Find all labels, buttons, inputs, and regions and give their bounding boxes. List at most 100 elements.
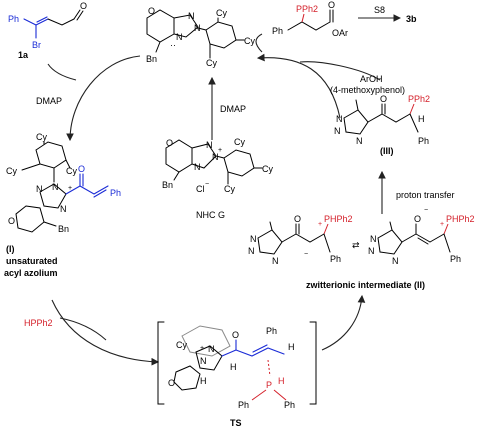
- ts-p-phenyl-1: Ph: [238, 400, 249, 410]
- hpph2-incoming-arrow: [59, 317, 107, 341]
- ts-cy: Cy: [176, 340, 187, 350]
- zw2-n1: N: [370, 234, 377, 244]
- azolium-n3: N: [60, 204, 67, 214]
- ts-phosphorus: P: [266, 380, 272, 390]
- nhc-cy-top: Cy: [234, 137, 245, 147]
- 1a-incoming-arrow: [47, 63, 77, 81]
- s8-label: S8: [374, 5, 385, 15]
- iii-phenyl: Ph: [418, 136, 429, 146]
- acylation-arrow: [256, 53, 341, 119]
- proton-transfer-label: proton transfer: [396, 190, 455, 200]
- nhc-g-label: NHC G: [196, 210, 225, 220]
- ester-oxygen: O: [328, 0, 335, 10]
- ts-morpholine-o: O: [168, 378, 175, 388]
- ts-p-phenyl-2: Ph: [284, 400, 295, 410]
- zwitterion-left-structure: N N N O − + PHPh2 Ph: [248, 214, 353, 266]
- iii-carbonyl-o: O: [380, 94, 387, 104]
- hpph2-label: HPPh2: [24, 318, 53, 328]
- azolium-n1: N: [36, 184, 43, 194]
- 1a-phenyl-label: Ph: [8, 14, 19, 24]
- nhc-morpholine-o: O: [166, 138, 173, 148]
- azolium-benzyl: Bn: [58, 224, 69, 234]
- ts-label: TS: [230, 418, 242, 428]
- resonance-arrow: ⇄: [352, 240, 360, 250]
- acyl-azolium-structure: Cy Cy Cy N N N + O Ph O Bn (I) unsaturat…: [4, 132, 121, 278]
- compound-1a-label: 1a: [18, 50, 29, 60]
- iii-h: H: [418, 114, 425, 124]
- ts-n1: N: [200, 356, 207, 366]
- iii-n2: N: [334, 126, 341, 136]
- azolium-cy-left: Cy: [6, 166, 17, 176]
- ts-phenyl: Ph: [266, 326, 277, 336]
- nhc-n3: N: [212, 152, 219, 162]
- acyl-azolium-label-1: unsaturated: [6, 256, 58, 266]
- zw2-n3: N: [392, 256, 399, 266]
- nhc-benzyl: Bn: [162, 180, 173, 190]
- 1a-oxygen: O: [80, 1, 87, 11]
- zw1-phenyl: Ph: [330, 254, 341, 264]
- zwitterion-right-structure: N N N O − + PHPh2 Ph: [368, 207, 475, 266]
- zw2-n2: N: [368, 246, 375, 256]
- zw2-phosphonium-charge: +: [440, 221, 444, 228]
- ester-pph2: PPh2: [296, 4, 318, 14]
- ts-carbonyl-o: O: [232, 330, 239, 340]
- iii-pph2: PPh2: [408, 94, 430, 104]
- zwitterion-label: zwitterionic intermediate (II): [306, 280, 425, 290]
- ts-h-alpha: H: [230, 362, 237, 372]
- azolium-morpholine-o: O: [8, 216, 15, 226]
- iii-n1: N: [336, 114, 343, 124]
- carbene-n2: N: [188, 11, 195, 21]
- ts-p-h: H: [278, 376, 285, 386]
- ts-h-left: H: [200, 376, 207, 386]
- acyl-to-ts-arrow: [51, 299, 160, 366]
- ester-oar: OAr: [332, 28, 348, 38]
- dmap-center-label: DMAP: [220, 104, 246, 114]
- carbene-cy-para: Cy: [244, 36, 255, 46]
- acyl-azolium-label-2: acyl azolium: [4, 268, 58, 278]
- carbene-cy-bottom: Cy: [206, 58, 217, 68]
- zw1-carbanion: −: [304, 251, 308, 258]
- nhc-precatalyst-structure: O N N N + Cy Cy Cy Bn Cl − NHC G: [162, 137, 273, 220]
- azolium-carbonyl-o: O: [78, 164, 85, 174]
- zw1-n1: N: [250, 234, 257, 244]
- azolium-cy-top: Cy: [36, 132, 47, 142]
- carbene-morpholine-o: O: [148, 6, 155, 16]
- ts-n2: N: [208, 344, 215, 354]
- ester-release-arrow: [255, 33, 263, 53]
- aroh-incoming-arrow: [299, 61, 381, 81]
- azolium-plus: +: [68, 185, 72, 192]
- zw1-n3: N: [272, 256, 279, 266]
- zw1-phosphonium-charge: +: [318, 221, 322, 228]
- 1a-bromo-label: Br: [32, 40, 41, 50]
- nhc-n1: N: [194, 162, 201, 172]
- ester-product-structure: PPh2 O Ph OAr: [272, 0, 348, 38]
- intermediate-iii-structure: N N N O PPh2 H Ph (III): [334, 94, 430, 156]
- acyl-azolium-id: (I): [6, 244, 15, 254]
- methoxyphenol-label: (4-methoxyphenol): [330, 85, 405, 95]
- carbene-benzyl: Bn: [146, 54, 157, 64]
- zw2-phenyl: Ph: [450, 254, 461, 264]
- product-3b-label: 3b: [406, 14, 417, 24]
- nhc-n2: N: [206, 140, 213, 150]
- free-carbene-structure: O N N N ·· Cy Cy Cy Bn: [146, 6, 255, 68]
- nhc-plus: +: [218, 147, 222, 154]
- ts-plus: +: [200, 345, 204, 352]
- compound-1a: Ph O Br 1a: [8, 1, 87, 60]
- ts-h-vinyl: H: [288, 342, 295, 352]
- carbene-lone-pair: ··: [170, 40, 176, 50]
- aroh-label: ArOH: [360, 74, 383, 84]
- nhc-cy-bottom: Cy: [224, 184, 235, 194]
- nhc-cy-para: Cy: [262, 164, 273, 174]
- zw1-phosphonium: PHPh2: [324, 214, 353, 224]
- nhc-chloride: Cl: [196, 184, 205, 194]
- nhc-chloride-charge: −: [205, 181, 209, 188]
- carbene-n1: N: [176, 32, 183, 42]
- iii-n3: N: [356, 136, 363, 146]
- azolium-n2: N: [52, 182, 59, 192]
- transition-state-structure: Cy N N + O H O Ph H H P H Ph Ph TS: [157, 321, 317, 428]
- zw2-enolate-charge: −: [424, 207, 428, 214]
- azolium-phenyl: Ph: [110, 188, 121, 198]
- zw2-phosphonium: PHPh2: [446, 214, 475, 224]
- zw1-carbonyl-o: O: [294, 214, 301, 224]
